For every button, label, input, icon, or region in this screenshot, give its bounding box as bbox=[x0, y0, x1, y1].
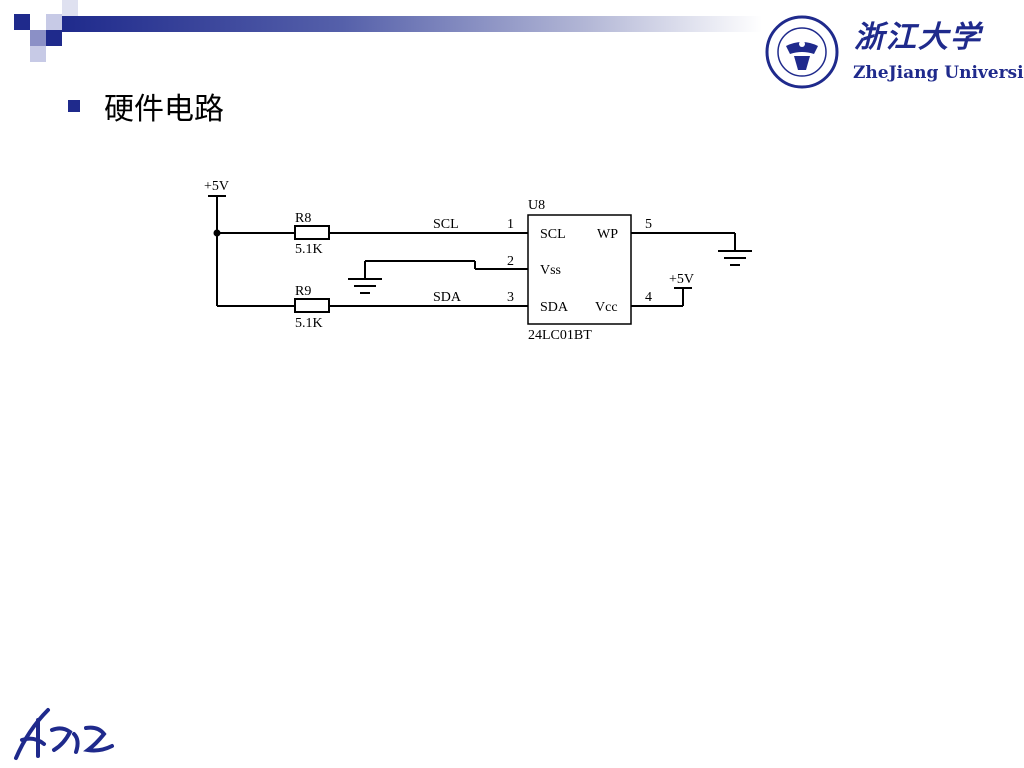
r8-name: R8 bbox=[295, 211, 311, 226]
header-square-decoration bbox=[14, 14, 30, 30]
r9-value: 5.1K bbox=[295, 316, 323, 331]
pin-label: Vss bbox=[540, 263, 561, 278]
r9-name: R9 bbox=[295, 284, 311, 299]
ground-symbol-left bbox=[348, 278, 382, 294]
pin-label: SCL bbox=[540, 227, 566, 242]
ic-body bbox=[527, 214, 632, 325]
supply-label-right: +5V bbox=[669, 272, 694, 287]
slide-heading: 硬件电路 bbox=[104, 92, 224, 127]
pin-label: WP bbox=[597, 227, 618, 242]
resistor-r9 bbox=[294, 298, 330, 313]
header-square-decoration bbox=[30, 30, 46, 46]
header-square-decoration bbox=[30, 46, 46, 62]
r8-value: 5.1K bbox=[295, 242, 323, 257]
pin-label: Vcc bbox=[595, 300, 618, 315]
header-square-decoration bbox=[62, 0, 78, 16]
bullet-heading-row: 硬件电路 bbox=[68, 84, 224, 128]
university-name-chinese: 浙江大学 bbox=[854, 20, 982, 55]
university-name-english: ZheJiang University bbox=[853, 63, 1024, 83]
ground-symbol-right bbox=[718, 250, 752, 266]
resistor-r8 bbox=[294, 225, 330, 240]
ic-ref: U8 bbox=[528, 198, 545, 213]
header-square-decoration bbox=[46, 14, 62, 30]
pin-label: SDA bbox=[540, 300, 569, 315]
pin-number: 3 bbox=[507, 290, 514, 305]
pin-number: 1 bbox=[507, 217, 514, 232]
bullet-square-icon bbox=[68, 100, 80, 112]
footer-calligraphy-logo-icon bbox=[14, 708, 114, 760]
header-square-decoration bbox=[46, 30, 62, 46]
pin-number: 5 bbox=[645, 217, 652, 232]
pin-number: 4 bbox=[645, 290, 652, 305]
header-gradient-bar bbox=[62, 16, 762, 32]
pin-number: 2 bbox=[507, 254, 514, 269]
supply-label-top: +5V bbox=[204, 179, 229, 194]
net-label-scl: SCL bbox=[433, 217, 459, 232]
university-seal-icon bbox=[765, 15, 839, 89]
net-label-sda: SDA bbox=[433, 290, 462, 305]
ic-part: 24LC01BT bbox=[528, 328, 592, 343]
